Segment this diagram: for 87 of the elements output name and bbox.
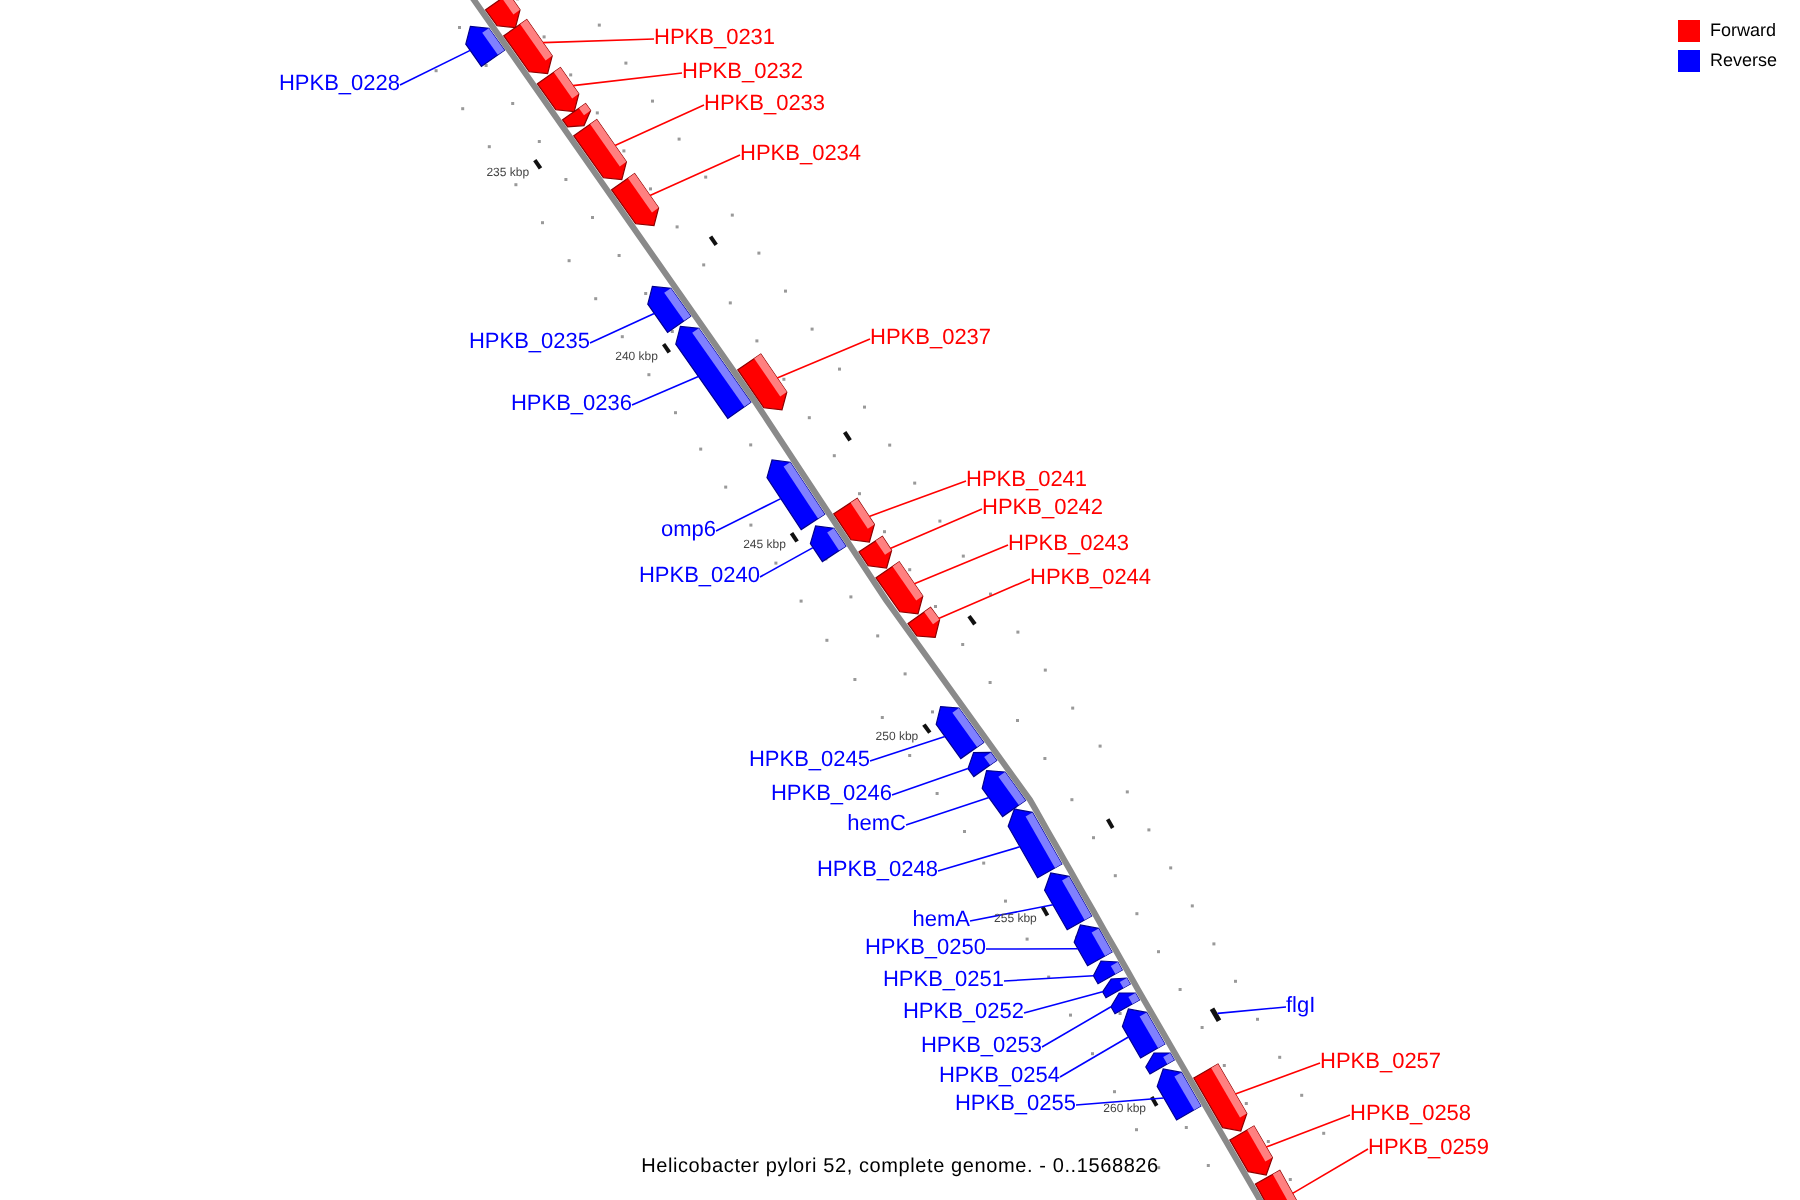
gene-block (1007, 808, 1063, 879)
leader-line (969, 904, 1054, 922)
gene-label: HPKB_0259 (1368, 1136, 1490, 1162)
gene-block (875, 560, 924, 615)
leader-line (937, 578, 1031, 620)
gene-label: HPKB_0246 (770, 782, 892, 808)
gene-label: HPKB_0252 (902, 1000, 1024, 1026)
legend-label: Reverse (1710, 48, 1778, 72)
leader-line (889, 508, 983, 550)
leader-line (905, 796, 990, 826)
legend-label: Forward (1710, 18, 1777, 42)
gene-mark (1209, 1007, 1222, 1022)
gene-label: HPKB_0250 (864, 936, 986, 962)
gene-block (572, 118, 628, 181)
leader-line (631, 375, 700, 406)
gene-block (832, 497, 876, 543)
gene-label: flgI (1286, 994, 1316, 1020)
leader-line (649, 154, 741, 197)
leader-line (1059, 1036, 1130, 1078)
leader-line (985, 948, 1079, 950)
gene-label: HPKB_0254 (938, 1064, 1060, 1090)
leader-line (1023, 991, 1104, 1014)
gene-label: HPKB_0253 (920, 1034, 1042, 1060)
leader-line (891, 767, 969, 796)
leader-line (937, 846, 1021, 872)
caption: Helicobacter pylori 52, complete genome. - 0..1568826 (641, 1156, 1159, 1178)
gene-label: HPKB_0233 (704, 92, 826, 118)
leader-line (759, 546, 814, 578)
gene-label: HPKB_0241 (966, 468, 1088, 494)
gene-block (1121, 1008, 1166, 1059)
gene-label: HPKB_0231 (654, 26, 776, 52)
gene-label: HPKB_0245 (748, 748, 870, 774)
gene-block (647, 285, 692, 334)
leader-line (1234, 1062, 1321, 1095)
leader-line (589, 312, 655, 344)
leader-line (1265, 1114, 1351, 1148)
gene-block (907, 606, 941, 639)
gene-block (858, 535, 893, 569)
gene-label: HPKB_0244 (1030, 566, 1152, 592)
gene-block (502, 18, 553, 75)
leader-line (542, 38, 655, 44)
gene-block (1156, 1068, 1202, 1121)
gene-label: HPKB_0248 (816, 858, 938, 884)
gene-label: HPKB_0235 (468, 330, 590, 356)
leader-line (1003, 975, 1095, 982)
gene-block (484, 0, 521, 29)
gene-block (1192, 1063, 1248, 1132)
gene-label: HPKB_0237 (870, 326, 992, 352)
gene-block (536, 66, 580, 113)
gene-label: HPKB_0236 (510, 392, 632, 418)
gene-block (766, 459, 826, 531)
leader-line (776, 338, 871, 379)
leader-line (913, 544, 1009, 585)
gene-block (561, 102, 592, 128)
leader-line (399, 49, 471, 86)
leader-line (868, 480, 967, 518)
gene-label: HPKB_0243 (1008, 532, 1130, 558)
gene-block (675, 325, 752, 420)
gene-block (1043, 872, 1093, 931)
leader-line (1216, 1006, 1287, 1015)
gene-label: hemA (912, 908, 970, 934)
gene-label: HPKB_0258 (1350, 1102, 1472, 1128)
gene-label: HPKB_0232 (682, 60, 804, 86)
gene-block (610, 172, 660, 227)
gene-label: hemC (847, 812, 906, 838)
gene-block (1254, 1169, 1301, 1200)
leader-line (614, 104, 705, 147)
gene-label: HPKB_0240 (638, 564, 760, 590)
gene-block (809, 525, 847, 563)
gene-block (465, 25, 506, 68)
gene-label: HPKB_0257 (1320, 1050, 1442, 1076)
gene-block (1228, 1125, 1274, 1176)
gene-block (981, 769, 1027, 818)
gene-label: HPKB_0251 (882, 968, 1004, 994)
leader-line (572, 72, 683, 87)
leader-line (715, 497, 782, 532)
gene-label: HPKB_0255 (954, 1092, 1076, 1118)
leader-line (869, 735, 946, 762)
gene-label: HPKB_0234 (740, 142, 862, 168)
gene-label: HPKB_0228 (278, 72, 400, 98)
leader-line (1291, 1148, 1369, 1195)
gene-block (736, 353, 788, 411)
gene-block (935, 705, 985, 760)
leader-line (1075, 1097, 1165, 1106)
leader-line (1041, 1006, 1112, 1048)
gene-label: HPKB_0242 (982, 496, 1104, 522)
gene-label: omp6 (660, 518, 716, 544)
